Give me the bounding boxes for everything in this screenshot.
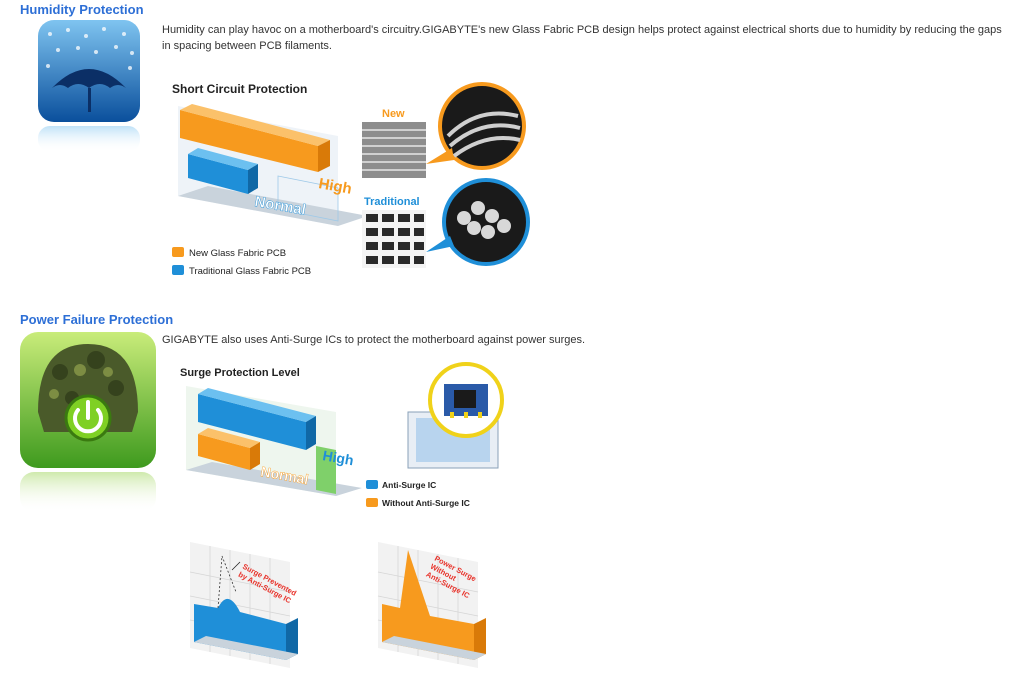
surge-high-label: High [321, 447, 354, 468]
legend-traditional-pcb: Traditional Glass Fabric PCB [189, 266, 311, 277]
short-circuit-title: Short Circuit Protection [172, 82, 307, 96]
power-title: Power Failure Protection [20, 312, 174, 327]
humidity-description: Humidity can play havoc on a motherboard… [162, 24, 1002, 52]
umbrella-rain-icon [38, 20, 142, 152]
short-circuit-figure: Short Circuit Protection High Normal New… [168, 76, 538, 282]
weave-traditional-label: Traditional [364, 196, 420, 208]
legend-new-pcb: New Glass Fabric PCB [189, 248, 286, 259]
surge-level-title: Surge Protection Level [180, 367, 300, 379]
legend-without-anti-surge: Without Anti-Surge IC [382, 498, 470, 508]
power-surge-graph: Power Surge Without Anti-Surge IC [368, 532, 518, 674]
legend-anti-surge: Anti-Surge IC [382, 480, 436, 490]
surge-prevented-graph: Surge Prevented by Anti-Surge IC [180, 532, 330, 674]
surge-level-figure: Surge Protection Level High Normal Anti-… [176, 356, 516, 520]
short-circuit-high-label: High [317, 175, 353, 198]
humidity-title: Humidity Protection [20, 2, 144, 17]
power-helmet-icon [20, 332, 158, 512]
power-description: GIGABYTE also uses Anti-Surge ICs to pro… [162, 334, 586, 346]
weave-new-label: New [382, 108, 405, 120]
